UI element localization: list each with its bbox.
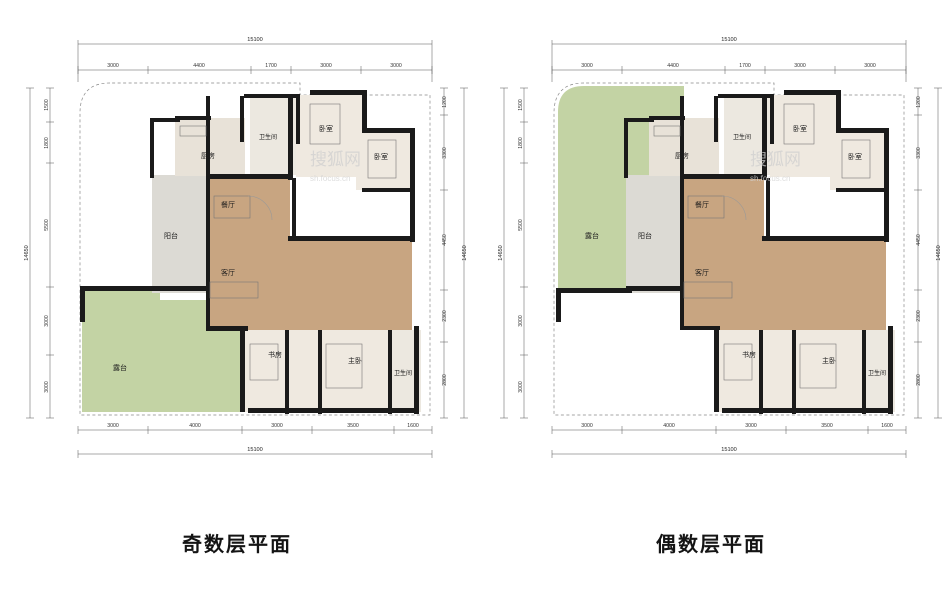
dim-bottom-1-odd: 3000	[107, 423, 119, 429]
room-label-balcony-odd: 阳台	[164, 231, 178, 240]
dim-bottom-3-odd: 3000	[271, 423, 283, 429]
room-label-master-odd: 主卧	[348, 356, 362, 365]
dimension-lines-even	[500, 40, 942, 458]
room-label-terrace-odd: 露台	[113, 363, 127, 372]
room-label-study-odd: 书房	[268, 350, 282, 359]
dim-right-4-even: 2300	[916, 310, 922, 322]
dim-bottom-4-odd: 3500	[347, 423, 359, 429]
room-label-kitchen-odd: 厨房	[201, 151, 215, 160]
dim-top-1-odd: 3000	[107, 63, 119, 69]
watermark-subtext-2: sh.focus.cn	[310, 174, 350, 183]
living-dining-floor-even	[684, 175, 886, 330]
dim-top-total-even: 15100	[721, 37, 737, 43]
dim-left-5-even: 3000	[518, 381, 524, 393]
dim-top-5-even: 3000	[864, 63, 876, 69]
watermark-text-2: 搜狐网	[310, 150, 361, 169]
dim-left-total-even: 14650	[498, 245, 504, 261]
room-label-master-even: 主卧	[822, 356, 836, 365]
dim-left-1-even: 1500	[518, 99, 524, 111]
dim-right-total-odd: 14650	[462, 245, 468, 261]
room-label-bedroom1-odd: 卧室	[319, 124, 333, 133]
master-floor-even	[795, 330, 865, 412]
caption-odd: 奇数层平面	[182, 534, 292, 556]
room-label-bedroom2-odd: 卧室	[374, 152, 388, 161]
dim-top-1-even: 3000	[581, 63, 593, 69]
dim-right-5-odd: 2800	[442, 374, 448, 386]
study-floor-even	[717, 330, 795, 412]
watermark-subtext: sh.focus.cn	[750, 174, 790, 183]
dim-left-2-odd: 1800	[44, 137, 50, 149]
living-dining-floor-odd	[210, 175, 412, 330]
dim-right-5-even: 2800	[916, 374, 922, 386]
room-label-bedroom1-even: 卧室	[793, 124, 807, 133]
dim-bottom-3-even: 3000	[745, 423, 757, 429]
dim-left-total-odd: 14650	[24, 245, 30, 261]
dim-left-5-odd: 3000	[44, 381, 50, 393]
room-label-balcony-even: 阳台	[638, 231, 652, 240]
dim-left-4-even: 3000	[518, 315, 524, 327]
watermark-text: 搜狐网	[750, 150, 801, 169]
dim-top-2-odd: 4400	[193, 63, 205, 69]
study-floor-odd	[243, 330, 321, 412]
bedroom1-floor-even	[770, 95, 836, 177]
dim-bottom-1-even: 3000	[581, 423, 593, 429]
dim-bottom-5-even: 1600	[881, 423, 893, 429]
room-label-masterbath-odd: 卫生间	[394, 369, 412, 377]
floor-plan-odd: 15100 3000 4400 1700 3000 3000 3000 4000…	[0, 0, 474, 556]
room-label-bathroom-odd: 卫生间	[259, 133, 277, 141]
bedroom1-floor-odd	[296, 95, 362, 177]
dim-left-1-odd: 1500	[44, 99, 50, 111]
dim-bottom-5-odd: 1600	[407, 423, 419, 429]
dim-right-1-even: 1200	[916, 96, 922, 108]
dim-right-4-odd: 2300	[442, 310, 448, 322]
dimension-lines-odd	[26, 40, 468, 458]
room-label-masterbath-even: 卫生间	[868, 369, 886, 377]
dim-top-3-odd: 1700	[265, 63, 277, 69]
dim-top-3-even: 1700	[739, 63, 751, 69]
dim-bottom-total-odd: 15100	[247, 447, 263, 453]
dim-top-4-odd: 3000	[320, 63, 332, 69]
dim-bottom-total-even: 15100	[721, 447, 737, 453]
terrace-area-odd	[82, 290, 240, 412]
dim-left-2-even: 1800	[518, 137, 524, 149]
dim-left-3-even: 5500	[518, 219, 524, 231]
dim-bottom-4-even: 3500	[821, 423, 833, 429]
dim-bottom-2-odd: 4000	[189, 423, 201, 429]
dim-top-2-even: 4400	[667, 63, 679, 69]
room-label-living-odd: 客厅	[221, 268, 235, 277]
caption-even: 偶数层平面	[656, 534, 766, 556]
room-label-terrace-even: 露台	[585, 231, 599, 240]
room-label-dining-odd: 餐厅	[221, 200, 235, 209]
dim-right-total-even: 14650	[936, 245, 942, 261]
watermark: 搜狐网 sh.focus.cn	[750, 150, 801, 183]
balcony-area-even	[626, 175, 684, 293]
walls-odd	[80, 90, 419, 414]
furniture-odd	[179, 103, 397, 389]
dim-right-3-odd: 4450	[442, 234, 448, 246]
dim-right-2-odd: 3300	[442, 147, 448, 159]
dim-left-4-odd: 3000	[44, 315, 50, 327]
walls-even	[556, 90, 893, 414]
master-floor-odd	[321, 330, 391, 412]
dim-left-3-odd: 5500	[44, 219, 50, 231]
dim-right-2-even: 3300	[916, 147, 922, 159]
dim-bottom-2-even: 4000	[663, 423, 675, 429]
watermark-secondary: 搜狐网 sh.focus.cn	[310, 150, 361, 183]
dim-right-1-odd: 1200	[442, 96, 448, 108]
room-label-bathroom-even: 卫生间	[733, 133, 751, 141]
dim-top-5-odd: 3000	[390, 63, 402, 69]
room-label-kitchen-even: 厨房	[675, 151, 689, 160]
room-label-living-even: 客厅	[695, 268, 709, 277]
furniture-even	[653, 103, 871, 389]
floor-plan-odd-svg: 15100 3000 4400 1700 3000 3000 3000 4000…	[24, 37, 468, 458]
room-label-dining-even: 餐厅	[695, 200, 709, 209]
floor-plan-even: 15100 3000 4400 1700 3000 3000 3000 4000…	[474, 0, 948, 556]
balcony-area-odd	[152, 175, 210, 293]
room-label-bedroom2-even: 卧室	[848, 152, 862, 161]
dim-right-3-even: 4450	[916, 234, 922, 246]
dim-top-total-odd: 15100	[247, 37, 263, 43]
dim-top-4-even: 3000	[794, 63, 806, 69]
floor-plan-even-svg: 15100 3000 4400 1700 3000 3000 3000 4000…	[498, 37, 942, 458]
room-label-study-even: 书房	[742, 350, 756, 359]
